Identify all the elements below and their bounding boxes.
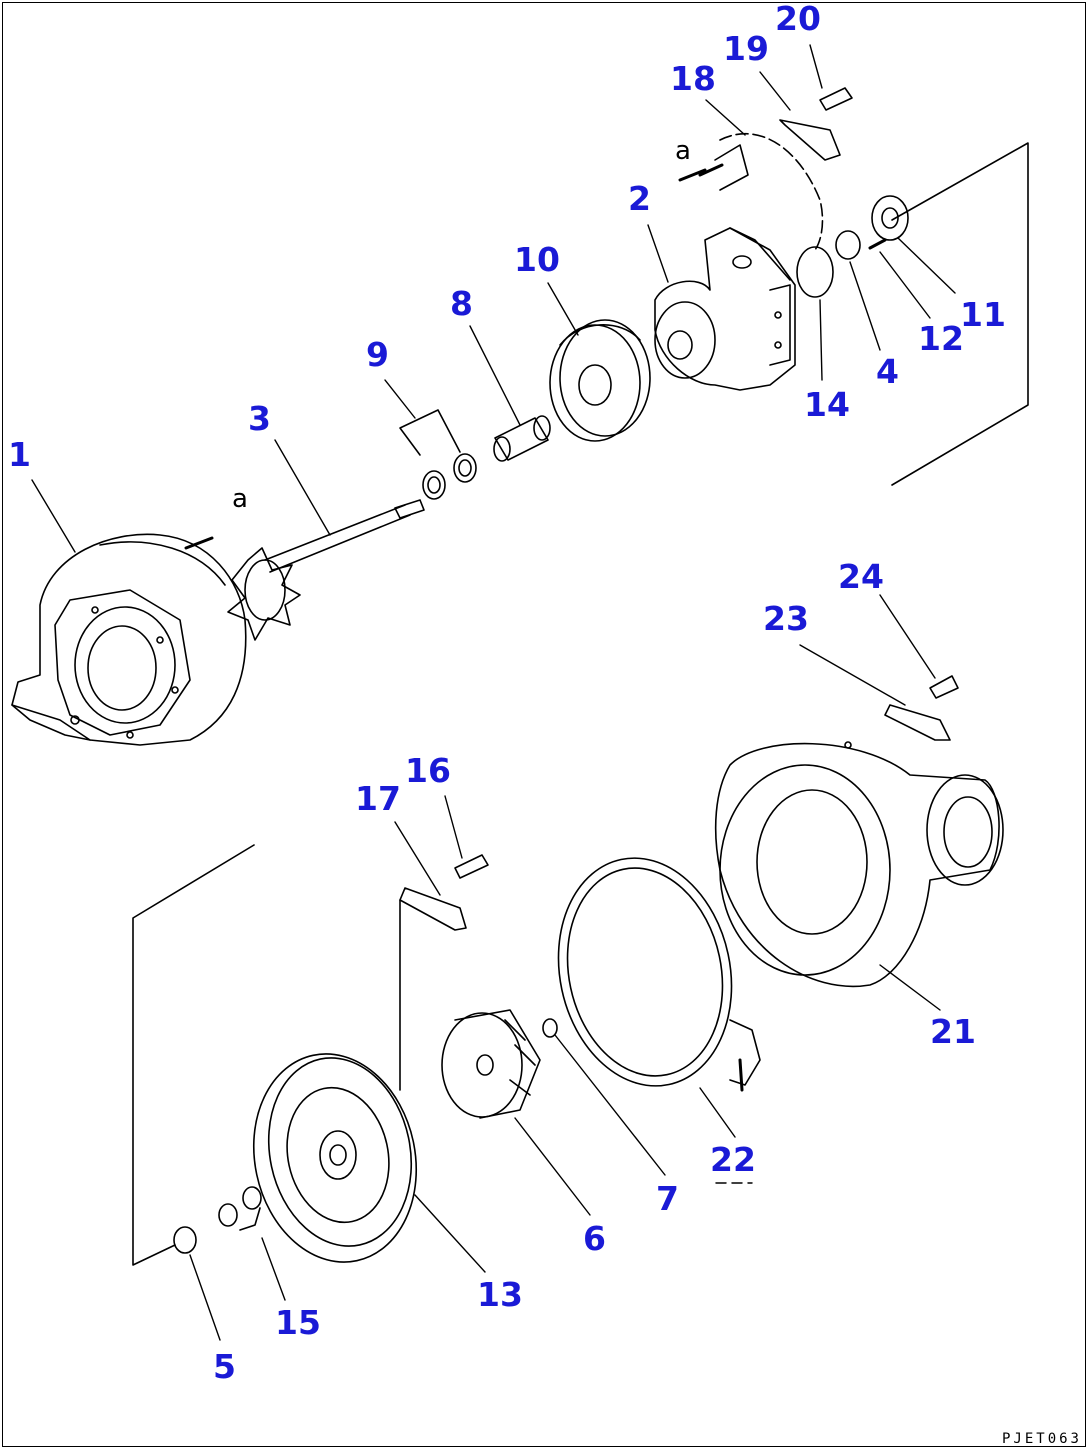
back-plate-part-13 (252, 1053, 418, 1263)
bolt-part-20 (819, 87, 853, 111)
callout-9: 9 (366, 335, 389, 374)
callout-10: 10 (514, 240, 560, 279)
clamp-band-part-22 (557, 857, 761, 1092)
collar-disc-part-10 (549, 319, 651, 442)
group-bracket-upper (891, 142, 1029, 486)
mark-a-upper: a (675, 136, 691, 166)
lock-plate-part-11 (871, 195, 909, 241)
callout-14: 14 (804, 385, 850, 424)
group-bracket-lower (132, 844, 255, 1266)
grease-pointer-upper (678, 168, 707, 182)
pin-part-12 (868, 238, 887, 250)
turbine-housing-part-1 (11, 533, 247, 746)
compressor-housing-part-21 (714, 741, 1004, 988)
callout-18: 18 (670, 59, 716, 98)
callout-6: 6 (583, 1219, 606, 1258)
seal-rings-part-9 (399, 409, 477, 500)
callout-22: 22 (710, 1140, 756, 1179)
washer-pair-part-15 (218, 1186, 262, 1231)
callout-4: 4 (876, 352, 899, 391)
leader-lines (31, 44, 956, 1341)
bracket-part-23 (884, 704, 951, 741)
mark-a-lower: a (232, 484, 248, 514)
center-housing-part-2 (654, 227, 796, 391)
callout-20: 20 (775, 0, 821, 38)
callout-19: 19 (723, 29, 769, 68)
nut-part-5 (173, 1226, 197, 1254)
callout-5: 5 (213, 1347, 236, 1386)
bolt-part-24 (929, 675, 959, 699)
callout-24: 24 (838, 557, 884, 596)
bushing-part-8 (493, 415, 551, 462)
drawing-code: PJET063 (1001, 1431, 1082, 1447)
callout-11: 11 (960, 295, 1006, 334)
callout-8: 8 (450, 284, 473, 323)
washer-part-7 (542, 1018, 558, 1038)
callout-7: 7 (656, 1179, 679, 1218)
clamp-plate-part-17 (399, 887, 467, 931)
o-ring-part-14 (796, 246, 834, 298)
callout-23: 23 (763, 599, 809, 638)
callout-17: 17 (355, 779, 401, 818)
grease-pointer-lower (184, 536, 214, 550)
bolt-part-16 (454, 854, 489, 879)
callout-15: 15 (275, 1303, 321, 1342)
plate-part-19 (779, 119, 841, 161)
callout-12: 12 (918, 319, 964, 358)
callout-3: 3 (248, 399, 271, 438)
nut-part-4 (835, 230, 861, 260)
gasket-part-18 (698, 132, 824, 251)
callout-21: 21 (930, 1012, 976, 1051)
callout-16: 16 (405, 751, 451, 790)
callout-2: 2 (628, 179, 651, 218)
compressor-wheel-part-6 (441, 1009, 541, 1119)
callout-13: 13 (477, 1275, 523, 1314)
callout-1: 1 (8, 435, 31, 474)
shaft-wheel-part-3 (227, 499, 425, 641)
